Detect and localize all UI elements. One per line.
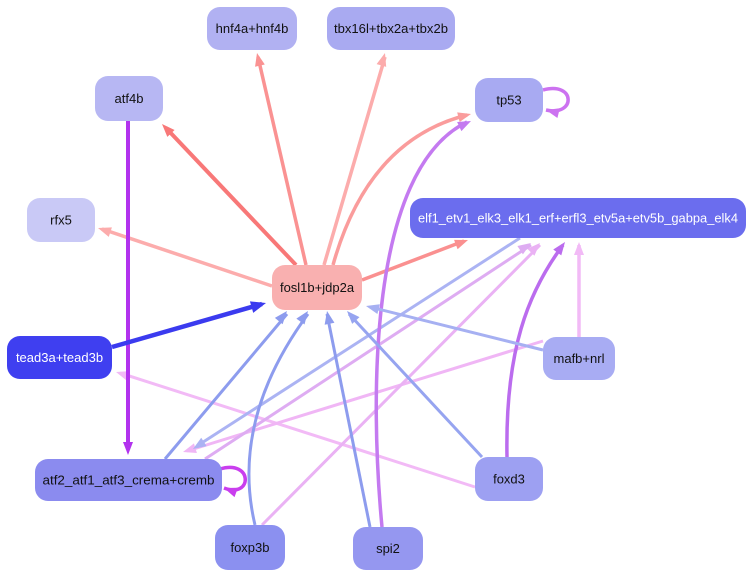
edge-fosl1b_jdp2a-rfx5 — [98, 227, 273, 288]
arrowhead-icon — [527, 243, 540, 256]
node-spi2[interactable]: spi2 — [353, 527, 423, 570]
arrowhead-icon — [324, 311, 335, 325]
edge-tp53-tp53-selfloop — [542, 86, 570, 118]
edge-line — [247, 313, 310, 526]
node-hnf4a_hnf4b[interactable]: hnf4a+hnf4b — [207, 7, 297, 50]
arrowhead-icon — [255, 53, 265, 67]
edge-spi2-tp53 — [374, 120, 471, 528]
edge-fosl1b_jdp2a-tp53 — [331, 112, 471, 266]
edge-line — [119, 371, 476, 489]
edge-line — [219, 465, 247, 492]
edge-line — [101, 227, 273, 288]
node-shape[interactable] — [410, 198, 746, 238]
arrowhead-icon — [366, 304, 380, 314]
edge-fosl1b_jdp2a-tbx16l_tbx2a_tbx2b — [322, 53, 387, 266]
node-shape[interactable] — [27, 198, 95, 242]
edge-mafb_nrl-fosl1b_jdp2a — [366, 304, 544, 352]
node-shape[interactable] — [475, 78, 543, 122]
edge-atf2_cluster-atf2_cluster-selfloop — [219, 465, 247, 498]
node-shape[interactable] — [272, 265, 362, 310]
edge-fosl1b_jdp2a-elf1_cluster — [361, 239, 468, 282]
edge-line — [163, 313, 289, 460]
arrowhead-icon — [546, 108, 560, 118]
node-shape[interactable] — [543, 337, 615, 380]
arrowhead-icon — [183, 443, 197, 453]
edge-fosl1b_jdp2a-hnf4a_hnf4b — [255, 53, 308, 266]
node-shape[interactable] — [7, 336, 112, 379]
node-shape[interactable] — [95, 76, 163, 121]
node-shape[interactable] — [475, 457, 543, 501]
arrowhead-icon — [123, 442, 133, 455]
edge-foxp3b-fosl1b_jdp2a — [247, 311, 310, 526]
node-tp53[interactable]: tp53 — [475, 78, 543, 122]
edge-line — [111, 301, 263, 350]
node-tbx16l_tbx2a_tbx2b[interactable]: tbx16l+tbx2a+tbx2b — [327, 7, 455, 50]
arrowhead-icon — [376, 53, 387, 67]
edge-line — [260, 243, 542, 527]
edge-line — [542, 86, 570, 113]
edge-line — [322, 56, 387, 266]
edge-atf4b-atf2_cluster — [123, 121, 133, 455]
edge-atf2_cluster-fosl1b_jdp2a — [163, 311, 289, 460]
arrowhead-icon — [457, 112, 471, 123]
arrowhead-icon — [347, 311, 360, 324]
edge-atf2_cluster-elf1_cluster — [204, 243, 532, 461]
arrowhead-icon — [296, 311, 308, 325]
node-foxp3b[interactable]: foxp3b — [215, 525, 285, 570]
arrowhead-icon — [98, 227, 112, 237]
node-fosl1b_jdp2a[interactable]: fosl1b+jdp2a — [272, 265, 362, 310]
edge-foxp3b-elf1_cluster — [260, 243, 542, 527]
edge-mafb_nrl-elf1_cluster — [574, 242, 584, 337]
edge-line — [347, 312, 484, 459]
arrowhead-icon — [553, 242, 565, 256]
arrowhead-icon — [454, 239, 468, 250]
edge-line — [325, 313, 372, 528]
arrowhead-icon — [457, 121, 471, 132]
node-mafb_nrl[interactable]: mafb+nrl — [543, 337, 615, 380]
edge-line — [164, 126, 298, 267]
edge-foxd3-fosl1b_jdp2a — [347, 311, 484, 459]
arrowhead-icon — [574, 242, 584, 255]
node-atf2_cluster[interactable]: atf2_atf1_atf3_crema+cremb — [35, 459, 222, 501]
edge-tead3a_tead3b-fosl1b_jdp2a — [111, 301, 266, 350]
arrowhead-icon — [162, 124, 175, 137]
edge-spi2-fosl1b_jdp2a — [324, 311, 372, 528]
node-elf1_cluster[interactable]: elf1_etv1_elk3_elk1_erf+erfl3_etv5a+etv5… — [410, 198, 746, 238]
arrowhead-icon — [224, 487, 238, 498]
arrowhead-icon — [249, 301, 266, 313]
node-shape[interactable] — [35, 459, 222, 501]
node-atf4b[interactable]: atf4b — [95, 76, 163, 121]
edge-line — [331, 113, 468, 266]
edge-line — [204, 243, 532, 461]
arrowhead-icon — [274, 311, 287, 325]
edge-line — [196, 236, 521, 448]
edge-foxd3-elf1_cluster — [505, 242, 565, 458]
node-shape[interactable] — [353, 527, 423, 570]
node-rfx5[interactable]: rfx5 — [27, 198, 95, 242]
node-foxd3[interactable]: foxd3 — [475, 457, 543, 501]
edge-fosl1b_jdp2a-atf4b — [162, 124, 298, 267]
edge-line — [361, 239, 465, 282]
node-tead3a_tead3b[interactable]: tead3a+tead3b — [7, 336, 112, 379]
edge-elf1_cluster-atf2_cluster — [193, 236, 521, 449]
node-shape[interactable] — [215, 525, 285, 570]
edge-line — [505, 243, 565, 458]
node-shape[interactable] — [207, 7, 297, 50]
edge-line — [369, 305, 544, 352]
arrowhead-icon — [193, 437, 207, 449]
arrowhead-icon — [517, 243, 531, 255]
node-shape[interactable] — [327, 7, 455, 50]
edge-line — [256, 56, 308, 266]
edge-line — [374, 120, 468, 528]
